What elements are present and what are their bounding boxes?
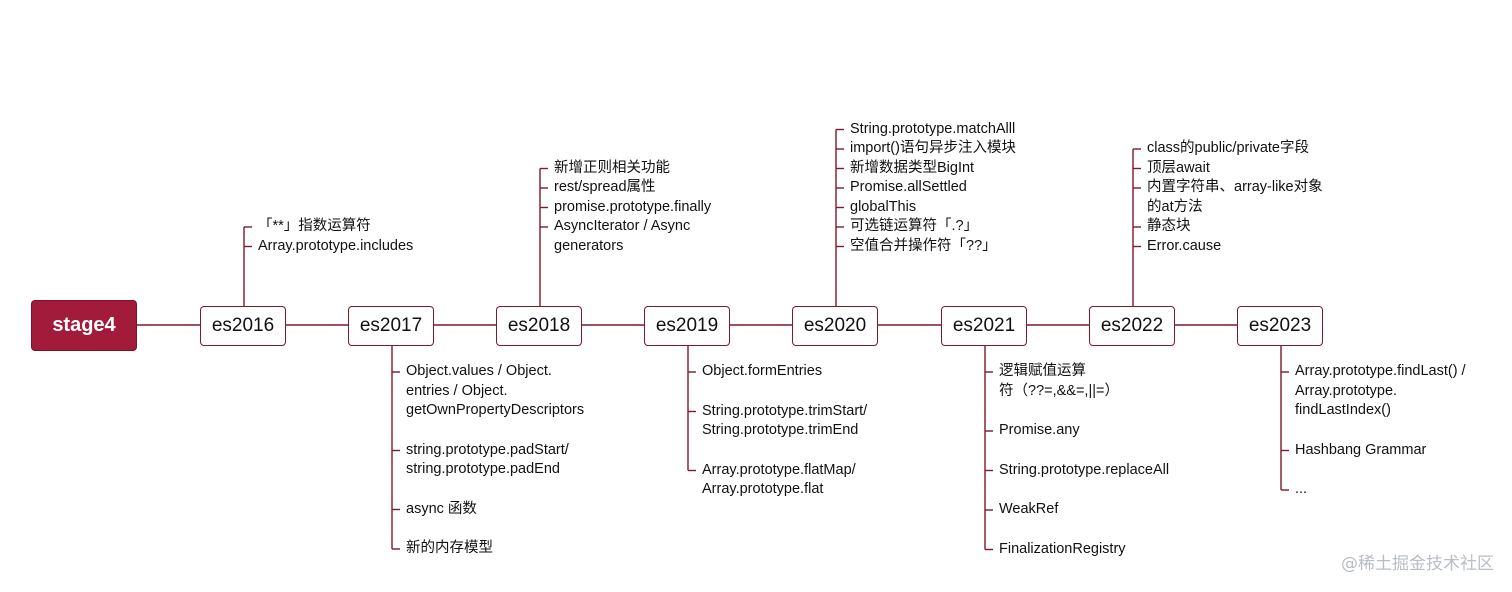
feature-es2017: 新的内存模型	[406, 540, 493, 556]
feature-es2017: Object.values / Object. entries / Object…	[406, 363, 585, 418]
feature-es2023: ...	[1295, 481, 1308, 497]
feature-es2019: Array.prototype.flatMap/ Array.prototype…	[702, 461, 856, 498]
feature-es2023: Hashbang Grammar	[1295, 441, 1427, 458]
feature-es2021: String.prototype.replaceAll	[999, 461, 1170, 478]
feature-es2020: 空值合并操作符「??」	[850, 237, 997, 254]
feature-es2022: Error.cause	[1147, 237, 1222, 254]
year-node-es2020: es2020	[792, 306, 878, 346]
feature-es2020: import()语句异步注入模块	[850, 140, 1016, 156]
feature-es2016: 「**」指数运算符	[258, 218, 371, 234]
feature-es2022: 顶层await	[1147, 159, 1210, 176]
feature-es2020: String.prototype.matchAlll	[850, 120, 1016, 137]
feature-es2020: 可选链运算符「.?」	[850, 218, 979, 234]
feature-es2021: WeakRef	[999, 501, 1059, 517]
feature-es2020: Promise.allSettled	[850, 179, 967, 195]
feature-es2022: class的public/private字段	[1147, 140, 1309, 156]
feature-es2018: promise.prototype.finally	[554, 198, 712, 215]
feature-es2022: 内置字符串、array-like对象 的at方法	[1147, 179, 1323, 215]
feature-es2021: 逻辑赋值运算 符（??=,&&=,||=）	[999, 363, 1119, 399]
feature-es2016: Array.prototype.includes	[258, 237, 414, 254]
feature-es2021: Promise.any	[999, 422, 1080, 438]
year-node-es2017: es2017	[348, 306, 434, 346]
root-node-stage4: stage4	[31, 300, 137, 351]
feature-es2018: 新增正则相关功能	[554, 159, 670, 176]
feature-es2018: AsyncIterator / Async generators	[554, 218, 691, 254]
feature-es2019: String.prototype.trimStart/ String.proto…	[702, 402, 868, 439]
year-node-es2019: es2019	[644, 306, 730, 346]
year-node-es2023: es2023	[1237, 306, 1323, 346]
feature-es2017: string.prototype.padStart/ string.protot…	[406, 441, 569, 478]
feature-es2017: async 函数	[406, 500, 477, 517]
year-node-es2021: es2021	[941, 306, 1027, 346]
year-node-es2022: es2022	[1089, 306, 1175, 346]
feature-es2022: 静态块	[1147, 218, 1191, 234]
feature-es2018: rest/spread属性	[554, 179, 656, 195]
feature-es2021: FinalizationRegistry	[999, 540, 1126, 557]
feature-es2020: globalThis	[850, 198, 917, 215]
feature-es2019: Object.formEntries	[702, 363, 823, 379]
feature-es2023: Array.prototype.findLast() / Array.proto…	[1295, 363, 1466, 418]
year-node-es2018: es2018	[496, 306, 582, 346]
year-node-es2016: es2016	[200, 306, 286, 346]
watermark: @稀土掘金技术社区	[1341, 554, 1494, 574]
feature-es2020: 新增数据类型BigInt	[850, 159, 975, 176]
